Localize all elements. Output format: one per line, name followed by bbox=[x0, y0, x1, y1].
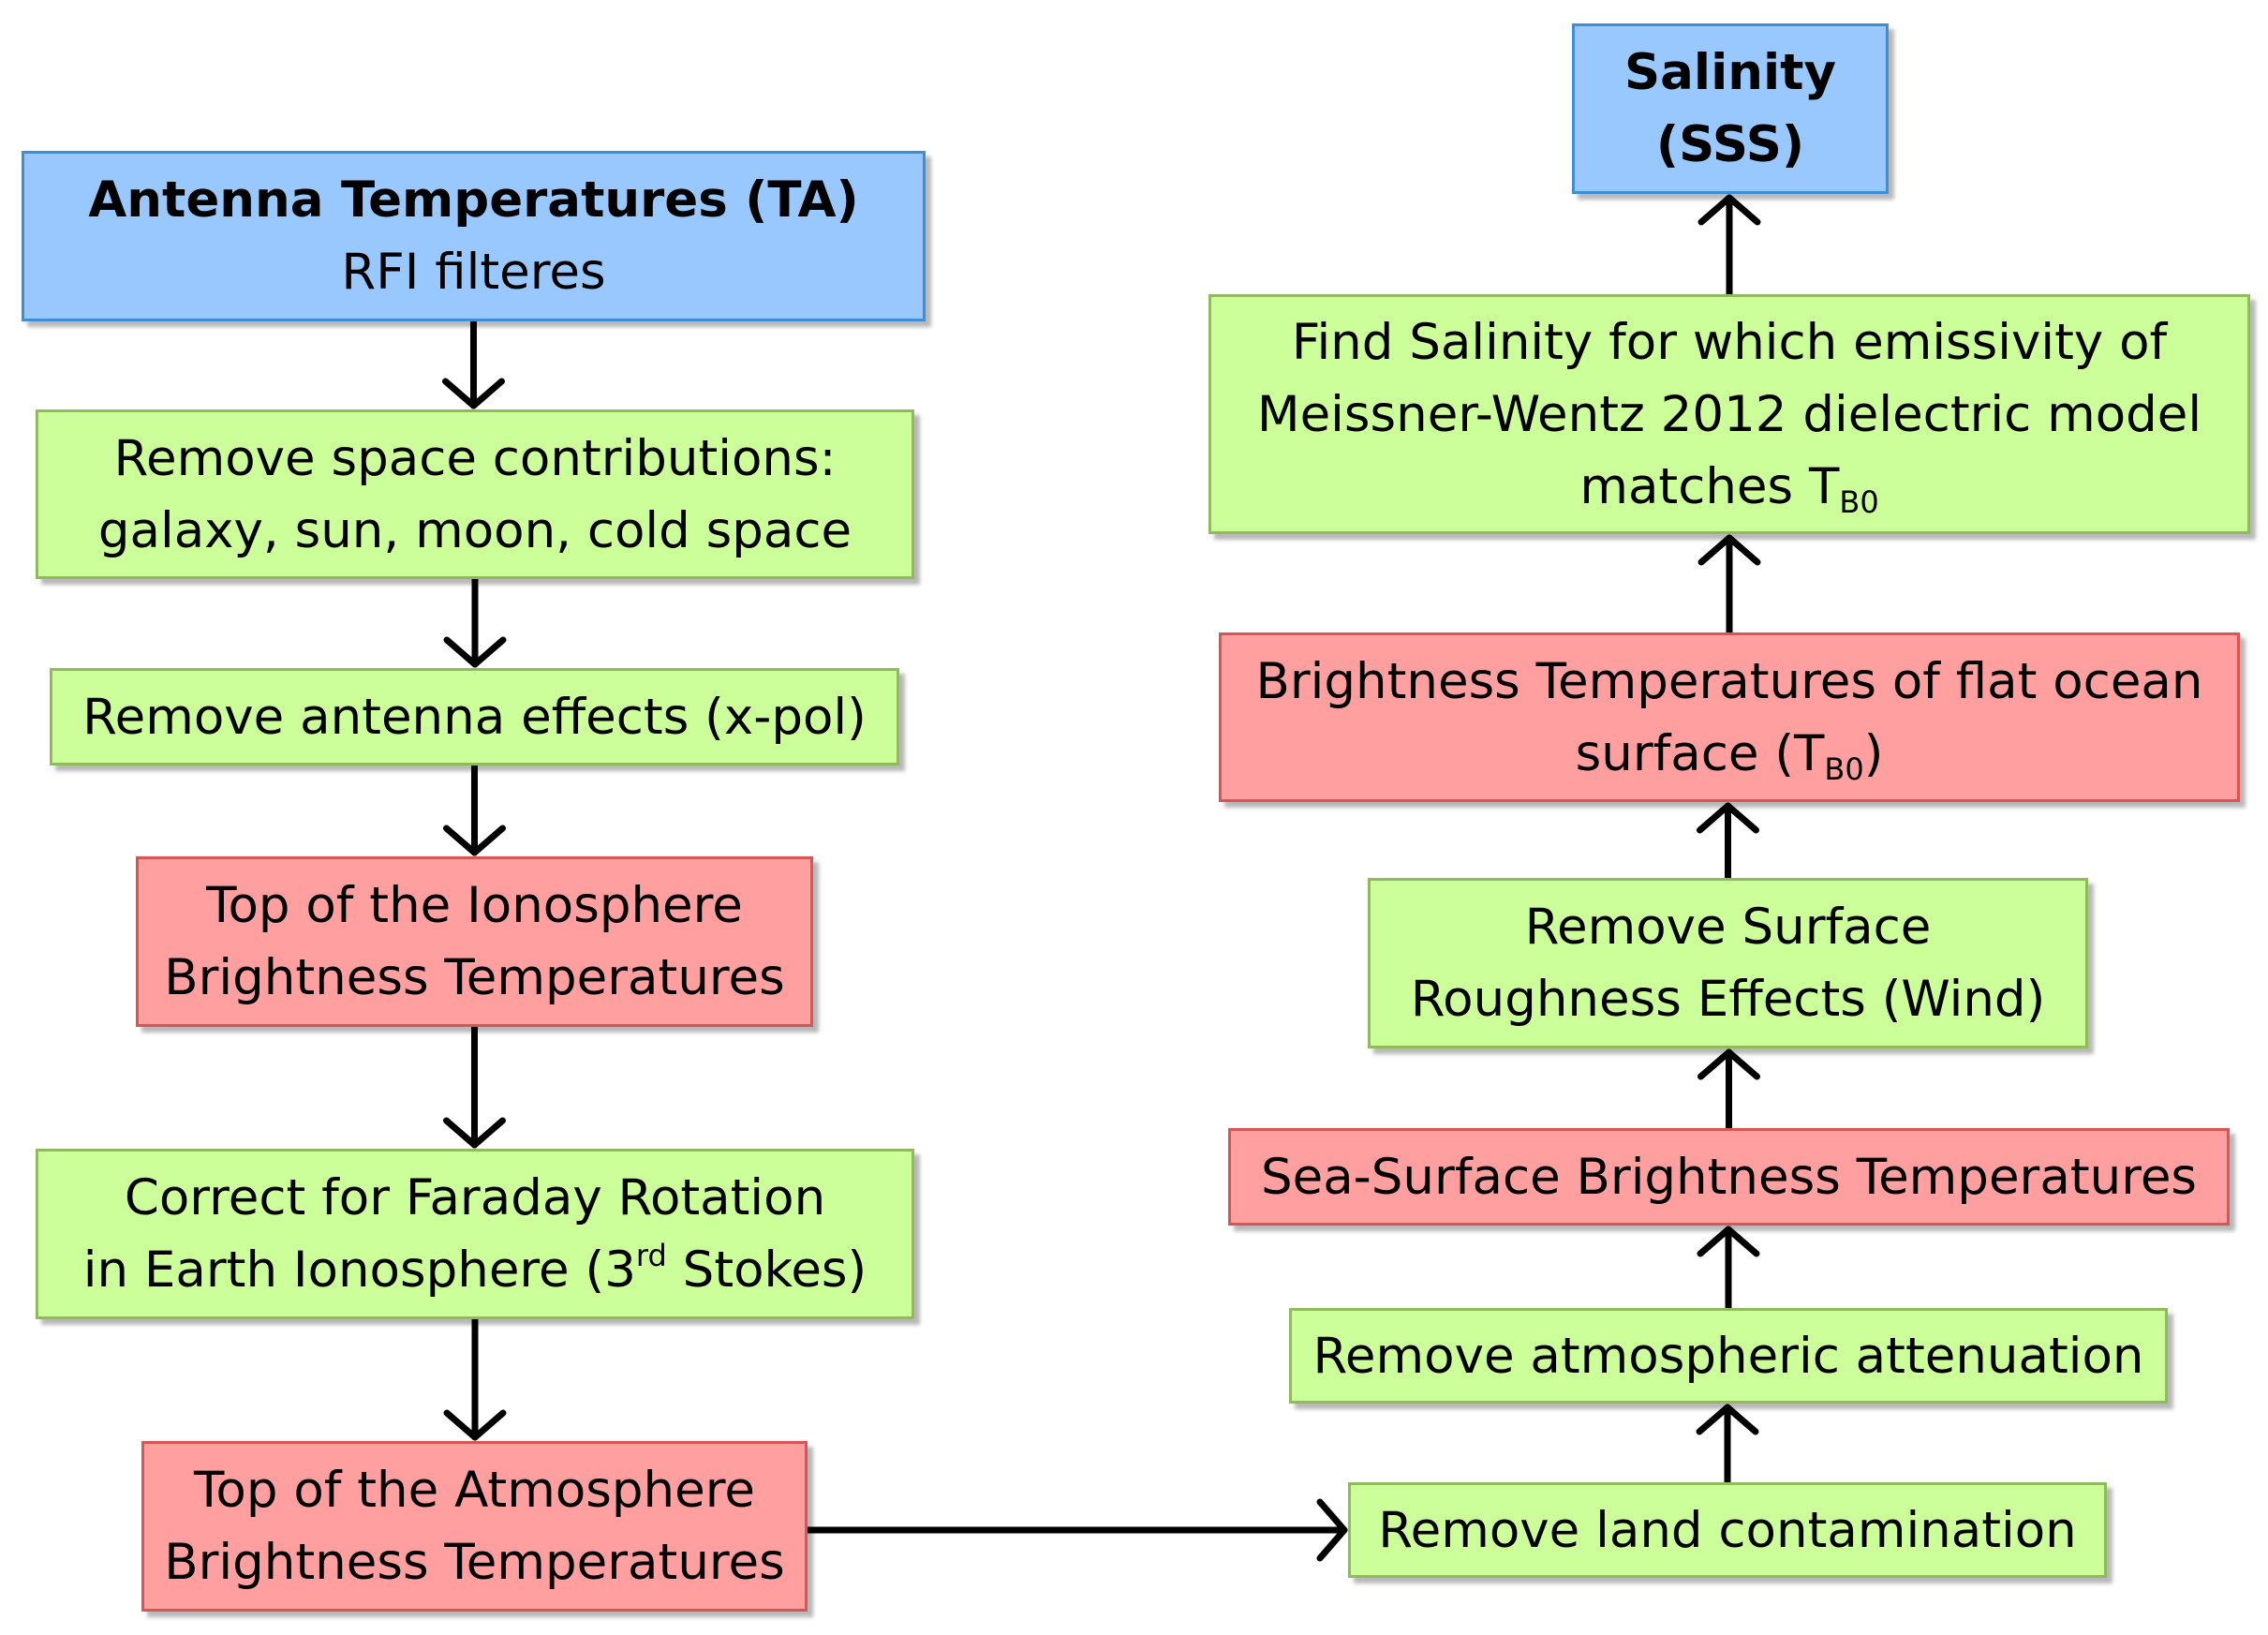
arrow-head-icon bbox=[443, 1409, 507, 1441]
node-line: Antenna Temperatures (TA) bbox=[88, 164, 858, 236]
node-line: surface (TB0) bbox=[1576, 718, 1884, 790]
arrow-head-icon bbox=[442, 378, 505, 409]
node-line: Correct for Faraday Rotation bbox=[125, 1162, 825, 1234]
arrow-head-icon bbox=[443, 636, 507, 668]
node-line: Meissner-Wentz 2012 dielectric model bbox=[1257, 379, 2201, 451]
node-line: Brightness Temperatures of flat ocean bbox=[1255, 646, 2202, 718]
node-text: Correct for Faraday Rotation bbox=[124, 1169, 826, 1226]
node-line: Brightness Temperatures bbox=[164, 1526, 785, 1598]
flat-ocean-brightness-box: Brightness Temperatures of flat ocean su… bbox=[1219, 632, 2240, 802]
remove-land-contamination-box: Remove land contamination bbox=[1348, 1482, 2107, 1578]
node-line: Brightness Temperatures bbox=[164, 942, 785, 1014]
arrow-head-icon bbox=[1696, 1404, 1759, 1435]
node-text: Remove atmospheric attenuation bbox=[1312, 1327, 2144, 1385]
node-text: Find Salinity for which emissivity of bbox=[1291, 313, 2168, 371]
node-line: Sea-Surface Brightness Temperatures bbox=[1261, 1141, 2197, 1213]
arrow-head-icon bbox=[1697, 534, 1761, 566]
node-text: Antenna Temperatures (TA) bbox=[88, 171, 859, 229]
antenna-temperatures-box: Antenna Temperatures (TA) RFI filteres bbox=[22, 151, 926, 321]
remove-surface-roughness-box: Remove Surface Roughness Effects (Wind) bbox=[1368, 878, 2088, 1048]
node-line: Find Salinity for which emissivity of bbox=[1292, 306, 2167, 379]
node-line: Top of the Ionosphere bbox=[206, 870, 743, 942]
node-text: Remove Surface bbox=[1524, 899, 1932, 956]
node-text: Top of the Atmosphere bbox=[194, 1462, 755, 1519]
node-text: surface (T bbox=[1575, 724, 1825, 782]
arrow-head-icon bbox=[443, 1117, 506, 1149]
node-text: Salinity bbox=[1623, 44, 1837, 101]
salinity-sss-box: Salinity (SSS) bbox=[1572, 23, 1889, 194]
find-salinity-box: Find Salinity for which emissivity of Me… bbox=[1208, 294, 2250, 534]
node-line: Remove Surface bbox=[1525, 891, 1932, 963]
top-of-ionosphere-box: Top of the Ionosphere Brightness Tempera… bbox=[136, 856, 813, 1027]
node-text: galaxy, sun, moon, cold space bbox=[97, 501, 852, 559]
node-line: in Earth Ionosphere (3rd Stokes) bbox=[83, 1234, 867, 1306]
node-text: Roughness Effects (Wind) bbox=[1410, 971, 2046, 1028]
node-text: Remove space contributions: bbox=[113, 429, 837, 487]
remove-space-contributions-box: Remove space contributions: galaxy, sun,… bbox=[36, 409, 914, 579]
arrow-head-icon bbox=[1316, 1498, 1348, 1562]
node-text: Meissner-Wentz 2012 dielectric model bbox=[1256, 385, 2202, 443]
subscript-text: B0 bbox=[1824, 751, 1864, 787]
node-line: RFI filteres bbox=[341, 236, 605, 308]
node-text: Brightness Temperatures bbox=[164, 949, 785, 1006]
arrow-head-icon bbox=[443, 825, 506, 856]
node-line: Roughness Effects (Wind) bbox=[1411, 963, 2046, 1035]
node-line: Remove land contamination bbox=[1378, 1494, 2077, 1567]
node-text: Remove land contamination bbox=[1378, 1501, 2077, 1559]
arrow-head-icon bbox=[1697, 194, 1761, 226]
node-text: (SSS) bbox=[1655, 116, 1805, 173]
arrow-head-icon bbox=[1697, 802, 1759, 834]
node-line: galaxy, sun, moon, cold space bbox=[98, 495, 852, 567]
node-line: Remove space contributions: bbox=[114, 423, 837, 495]
node-text: in Earth Ionosphere (3 bbox=[82, 1241, 636, 1299]
subscript-text: B0 bbox=[1839, 483, 1879, 520]
node-text: Top of the Ionosphere bbox=[206, 877, 743, 934]
arrow-head-icon bbox=[1697, 1048, 1760, 1080]
node-text: RFI filteres bbox=[341, 244, 606, 301]
node-line: (SSS) bbox=[1656, 109, 1804, 181]
node-line: Salinity bbox=[1624, 37, 1836, 109]
node-text: Remove antenna effects (x-pol) bbox=[82, 688, 867, 746]
node-text: ) bbox=[1863, 724, 1884, 782]
node-text: Stokes) bbox=[666, 1241, 867, 1299]
node-line: Top of the Atmosphere bbox=[194, 1454, 755, 1526]
arrow-head-icon bbox=[1697, 1226, 1760, 1257]
sea-surface-brightness-box: Sea-Surface Brightness Temperatures bbox=[1228, 1128, 2230, 1226]
node-text: Brightness Temperatures bbox=[164, 1534, 785, 1591]
remove-atmospheric-attenuation-box: Remove atmospheric attenuation bbox=[1289, 1308, 2168, 1404]
node-text: Brightness Temperatures of flat ocean bbox=[1255, 652, 2203, 710]
node-line: matches TB0 bbox=[1579, 451, 1878, 523]
top-of-atmosphere-box: Top of the Atmosphere Brightness Tempera… bbox=[141, 1441, 808, 1612]
node-text: matches T bbox=[1579, 457, 1840, 515]
faraday-rotation-box: Correct for Faraday Rotation in Earth Io… bbox=[36, 1149, 914, 1319]
node-line: Remove atmospheric attenuation bbox=[1312, 1320, 2143, 1392]
remove-antenna-effects-box: Remove antenna effects (x-pol) bbox=[50, 668, 899, 765]
node-text: Sea-Surface Brightness Temperatures bbox=[1260, 1148, 2198, 1206]
node-line: Remove antenna effects (x-pol) bbox=[82, 681, 867, 753]
superscript-text: rd bbox=[635, 1238, 667, 1273]
